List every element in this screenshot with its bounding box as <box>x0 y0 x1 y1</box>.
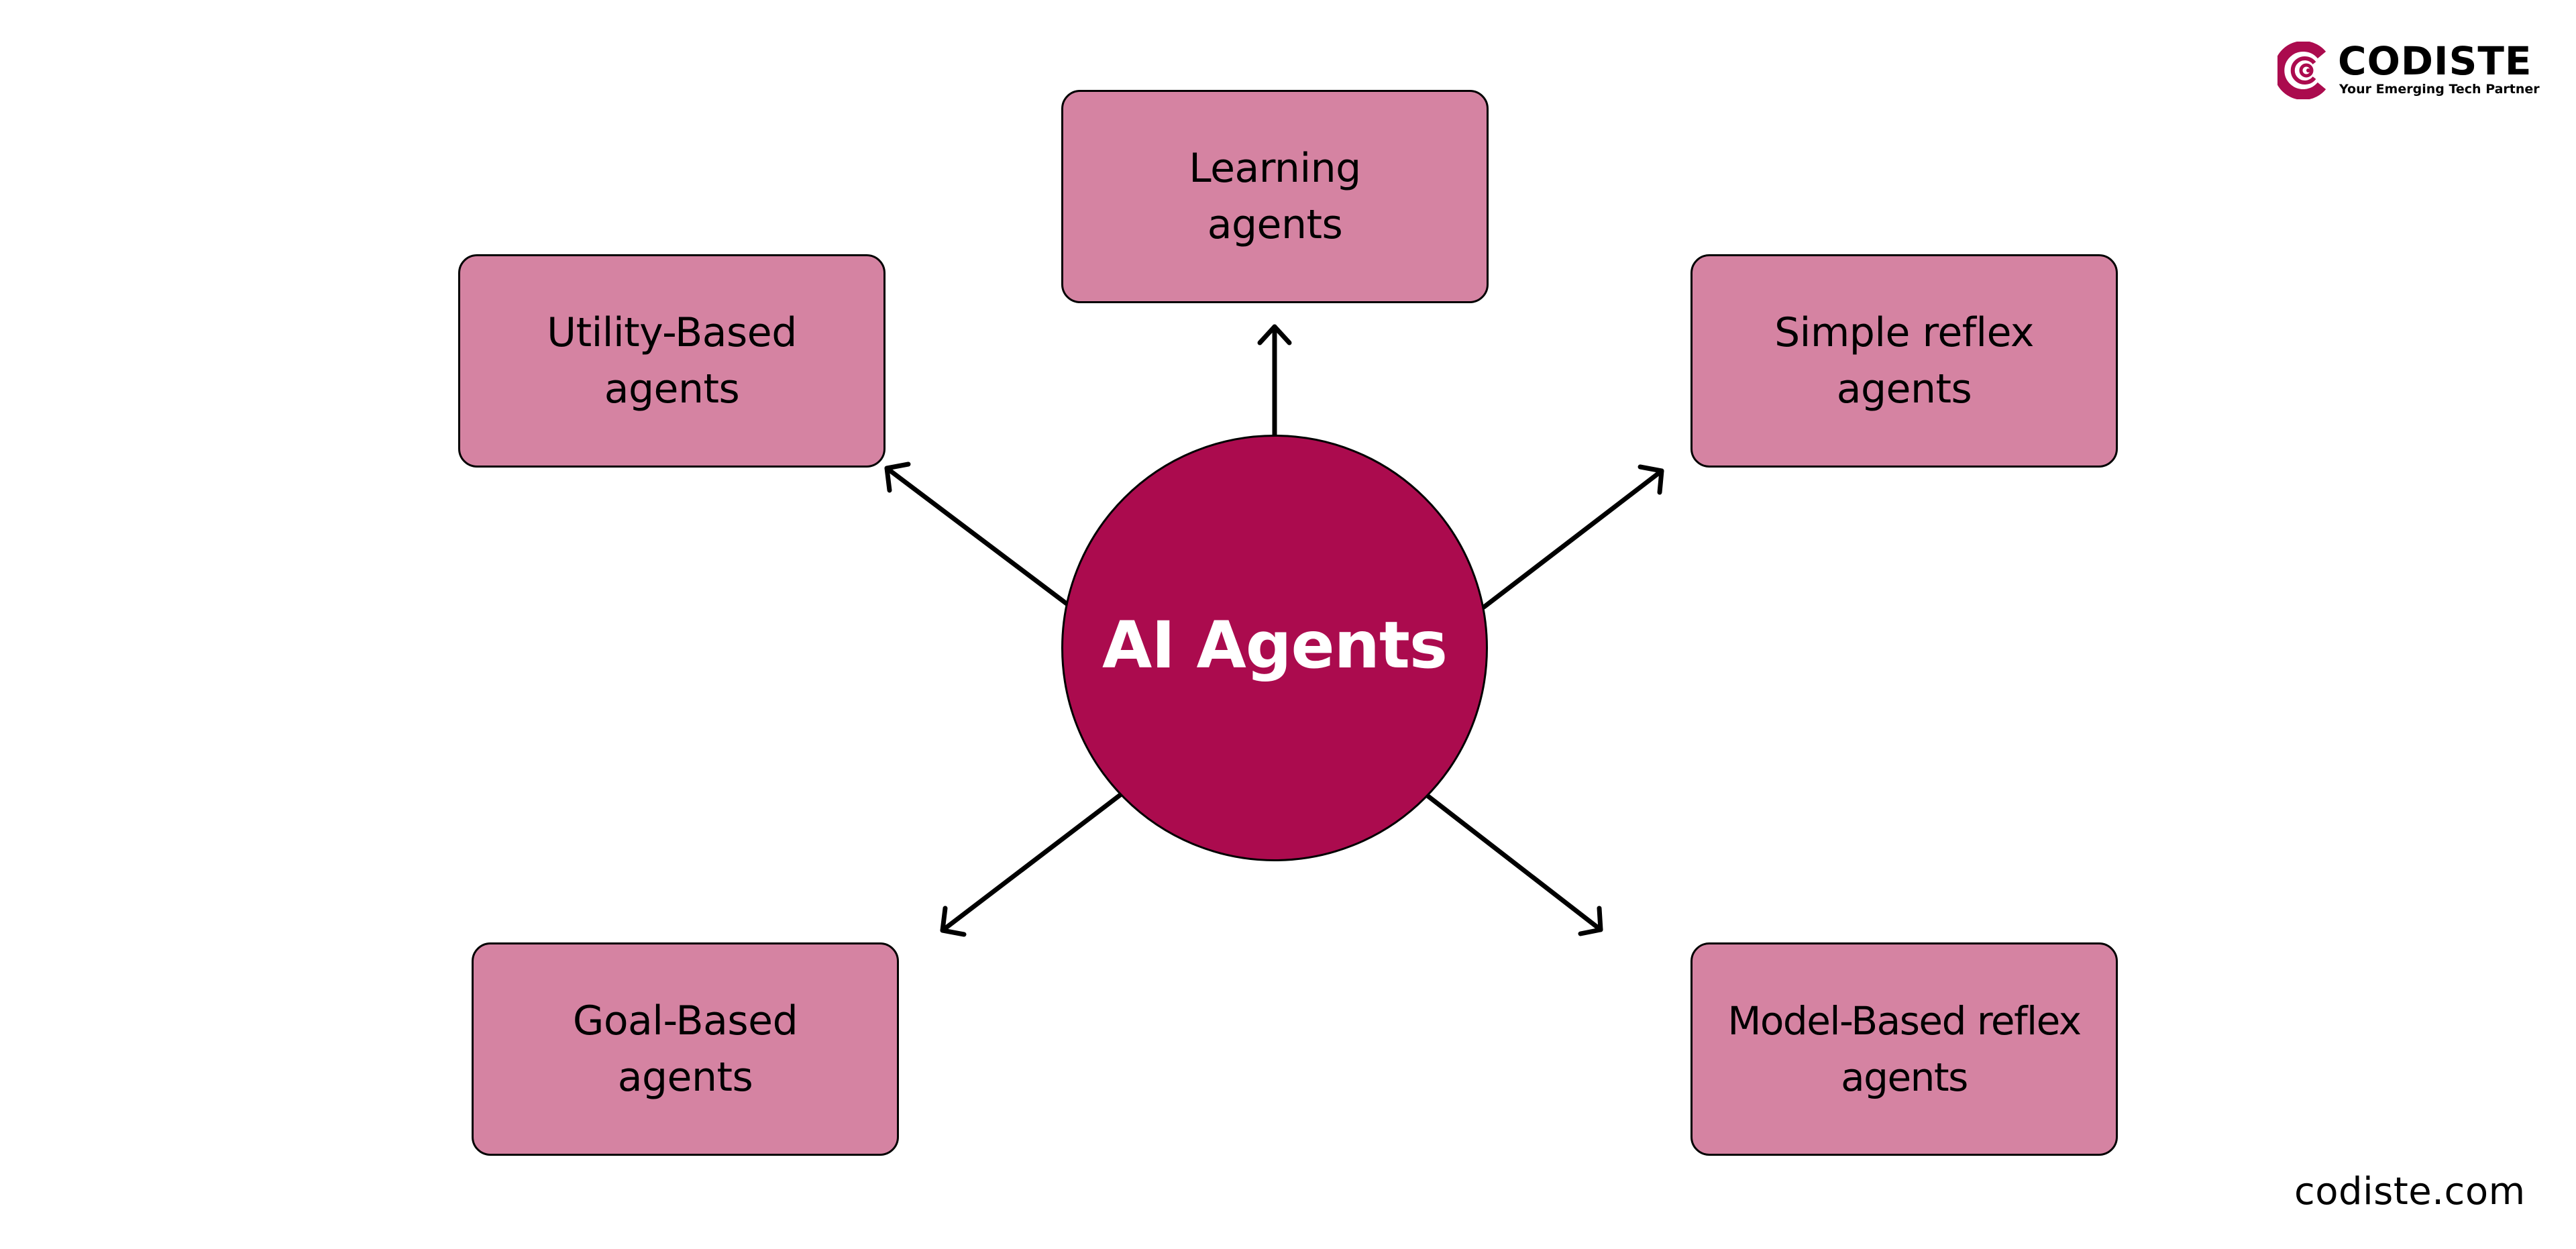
ai-agents-hub: AI Agents <box>1061 435 1488 861</box>
arrow-to-learning <box>1257 324 1292 437</box>
node-label: Model-Based reflex agents <box>1727 998 2082 1100</box>
hub-label: AI Agents <box>1102 608 1448 683</box>
website-url: codiste.com <box>2294 1170 2526 1213</box>
node-utility-based-agents: Utility-Based agents <box>458 254 885 468</box>
node-model-based-reflex-agents: Model-Based reflex agents <box>1690 942 2118 1156</box>
arrow-to-goal-based <box>940 792 1123 937</box>
node-label: Goal-Based agents <box>572 997 798 1101</box>
node-learning-agents: Learning agents <box>1061 90 1489 303</box>
node-label: Learning agents <box>1189 145 1361 248</box>
arrow-to-model-based-reflex <box>1423 792 1603 936</box>
codiste-logo: CODISTE Your Emerging Tech Partner <box>2277 38 2540 101</box>
node-goal-based-agents: Goal-Based agents <box>472 942 899 1156</box>
codiste-logo-mark-icon <box>2277 42 2326 99</box>
arrow-to-utility-based <box>884 461 1069 606</box>
arrow-to-simple-reflex <box>1481 464 1664 610</box>
node-simple-reflex-agents: Simple reflex agents <box>1690 254 2118 468</box>
logo-brand-name: CODISTE <box>2338 38 2532 84</box>
node-label: Simple reflex agents <box>1774 309 2034 413</box>
logo-tagline: Your Emerging Tech Partner <box>2339 82 2540 97</box>
node-label: Utility-Based agents <box>547 309 797 413</box>
